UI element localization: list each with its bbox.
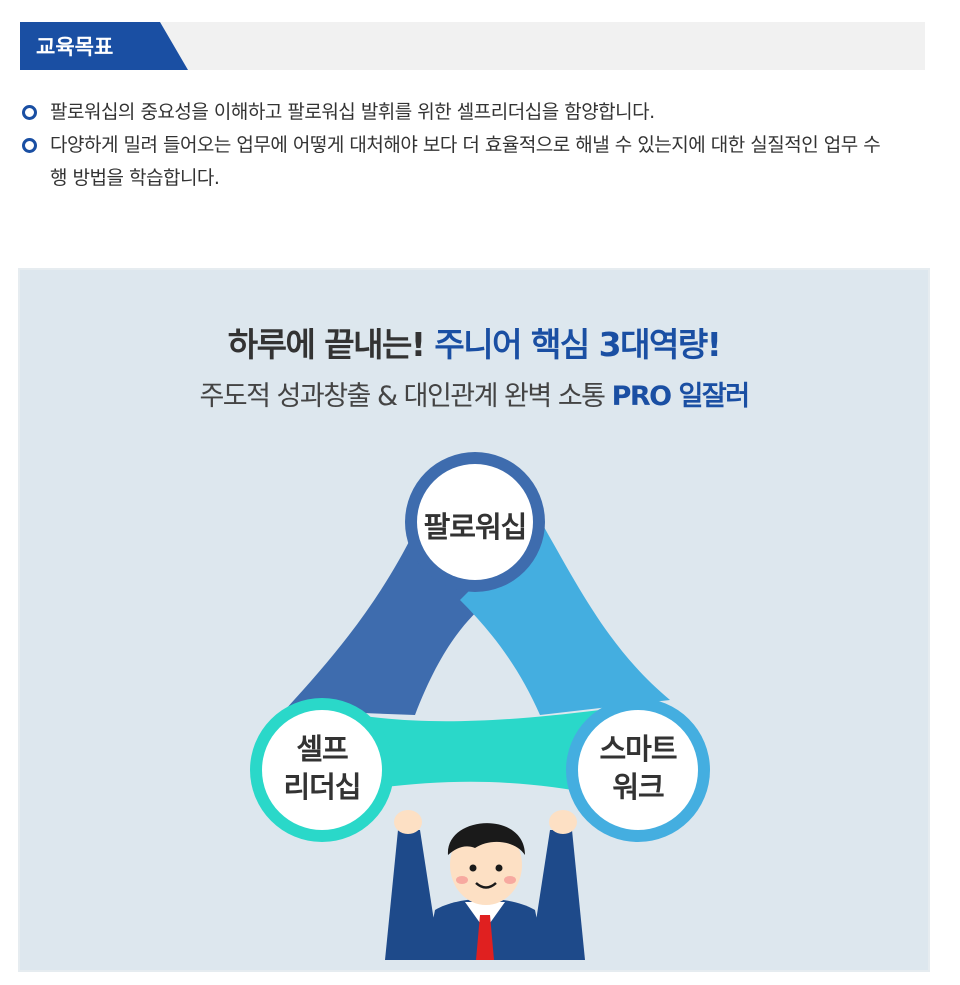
label-smart-line1: 스마트 xyxy=(599,732,677,766)
circle-followership xyxy=(405,452,545,592)
goal-item: 팔로워십의 중요성을 이해하고 팔로워십 발휘를 위한 셀프리더십을 함양합니다… xyxy=(22,96,922,129)
label-smart-line2: 워크 xyxy=(612,770,664,804)
ring-bullet-icon xyxy=(22,105,37,120)
panel-subtitle-accent: PRO 일잘러 xyxy=(611,381,750,412)
goal-text: 팔로워십의 중요성을 이해하고 팔로워십 발휘를 위한 셀프리더십을 함양합니다… xyxy=(50,101,655,123)
goals-list: 팔로워십의 중요성을 이해하고 팔로워십 발휘를 위한 셀프리더십을 함양합니다… xyxy=(22,96,922,195)
section-header-bar: 교육목표 xyxy=(20,22,925,70)
competency-triangle-illustration xyxy=(250,452,710,960)
band-teal xyxy=(330,710,600,795)
label-self-line2: 리더십 xyxy=(283,770,361,804)
circle-self-leadership xyxy=(250,698,394,842)
panel-title-part: 하루에 끝내는! xyxy=(227,325,435,364)
ring-bullet-icon xyxy=(22,138,37,153)
panel-subtitle: 주도적 성과창출 & 대인관계 완벽 소통 PRO 일잘러 xyxy=(20,374,928,413)
circle-label-right: 스마트 워크 xyxy=(568,730,708,806)
section-title: 교육목표 xyxy=(36,35,114,59)
label-followership: 팔로워십 xyxy=(423,510,528,544)
label-self-line1: 셀프 xyxy=(296,732,348,766)
goal-item: 다양하게 밀려 들어오는 업무에 어떻게 대처해야 보다 더 효율적으로 해낼 … xyxy=(22,129,892,195)
panel-title: 하루에 끝내는! 주니어 핵심 3대역량! xyxy=(20,318,928,366)
goal-text: 다양하게 밀려 들어오는 업무에 어떻게 대처해야 보다 더 효율적으로 해낼 … xyxy=(50,134,881,189)
panel-title-accent: 주니어 핵심 3대역량! xyxy=(434,325,721,364)
section-header-tab: 교육목표 xyxy=(20,22,188,70)
competency-panel: 하루에 끝내는! 주니어 핵심 3대역량! 주도적 성과창출 & 대인관계 완벽… xyxy=(18,268,930,972)
circle-label-top: 팔로워십 xyxy=(405,508,545,546)
businessman-illustration xyxy=(385,810,585,960)
circle-smart-work xyxy=(566,698,710,842)
panel-subtitle-part: 주도적 성과창출 & 대인관계 완벽 소통 xyxy=(199,381,612,412)
circle-label-left: 셀프 리더십 xyxy=(252,730,392,806)
